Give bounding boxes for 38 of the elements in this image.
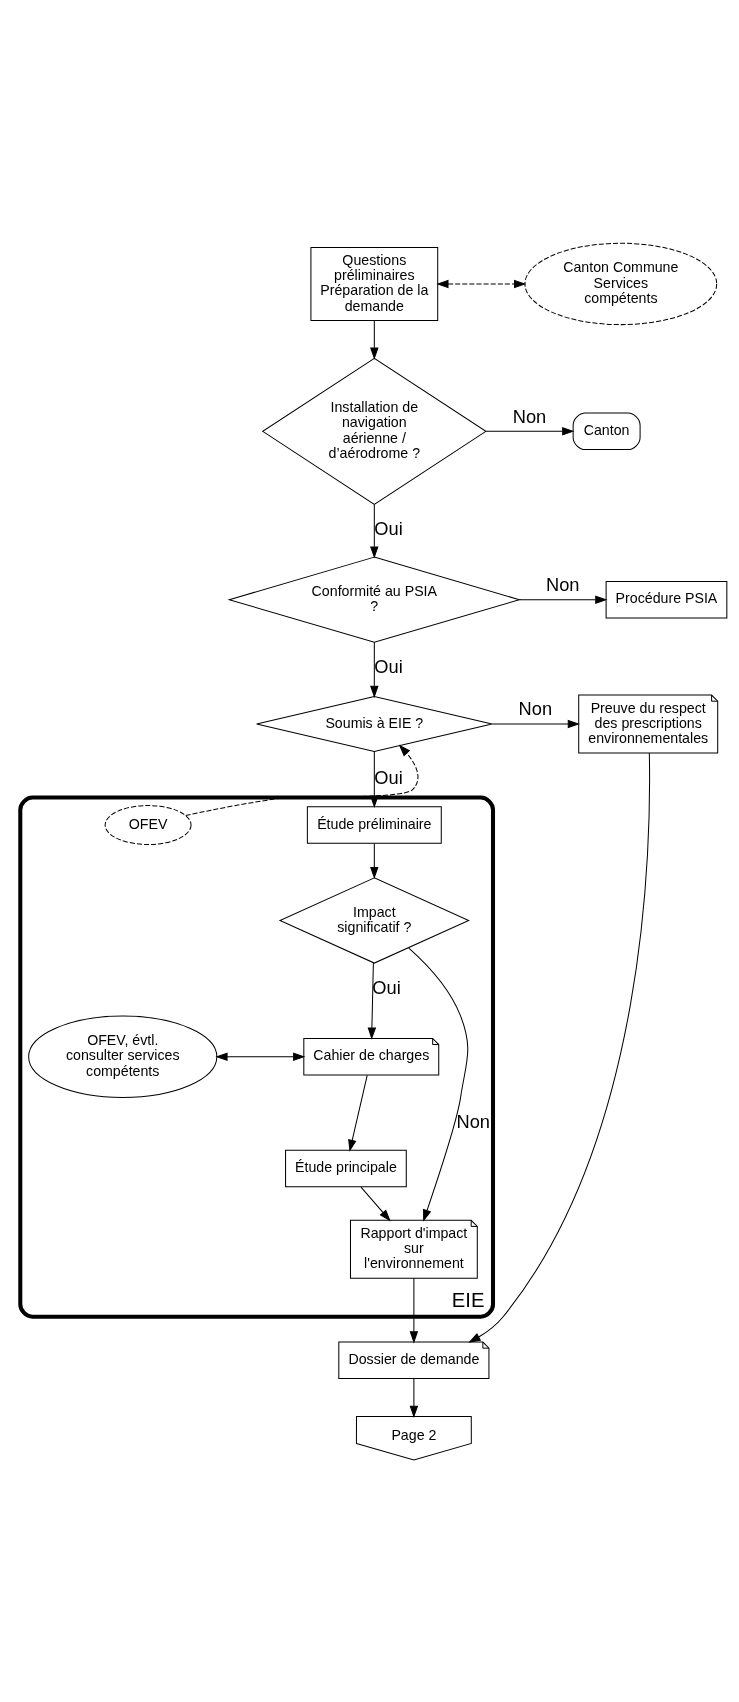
edge-label: Non [456,1110,490,1132]
arrow [370,641,379,698]
node-diamond: Installation de navigation aérienne / d’aérodrome ? [261,357,487,505]
edge-label: Non [518,697,553,719]
arrow [370,750,379,808]
arrow [360,1186,391,1221]
arrow [468,752,651,1343]
node-box: Questions préliminaires Préparation de la demande [310,246,439,321]
arrow [367,961,377,1040]
arrow [485,426,575,436]
node-box: Procédure PSIA [605,580,728,618]
arrow [370,503,379,559]
arrow [348,1074,368,1152]
node-ellipse: Canton Commune Services compétents [524,242,718,325]
edge-label: Oui [374,517,403,539]
edge-label: Non [512,405,547,427]
arrow [409,1377,419,1418]
arrow [519,594,608,604]
node-box: Canton [572,412,641,450]
edge-label: Oui [372,976,401,998]
arrow [436,279,527,288]
node-box: Étude principale [285,1149,407,1187]
edge-label: Oui [374,655,403,677]
arrow [370,842,379,879]
edge-label: Oui [374,766,403,788]
arrow [370,319,379,360]
node-ellipse: OFEV [104,804,192,845]
edge-label: Non [546,573,580,595]
arrow [185,744,419,816]
node-ellipse: OFEV, évtl. consulter services compétents [28,1015,218,1098]
node-diamond: Impact significatif ? [278,876,470,964]
arrow [215,1051,306,1061]
arrow [491,719,580,728]
arrow [409,1277,419,1343]
node-diamond: Conformité au PSIA ? [227,556,522,643]
node-box: Étude préliminaire [306,805,442,844]
node-diamond: Soumis à EIE ? [256,695,493,752]
arrow [408,947,469,1222]
